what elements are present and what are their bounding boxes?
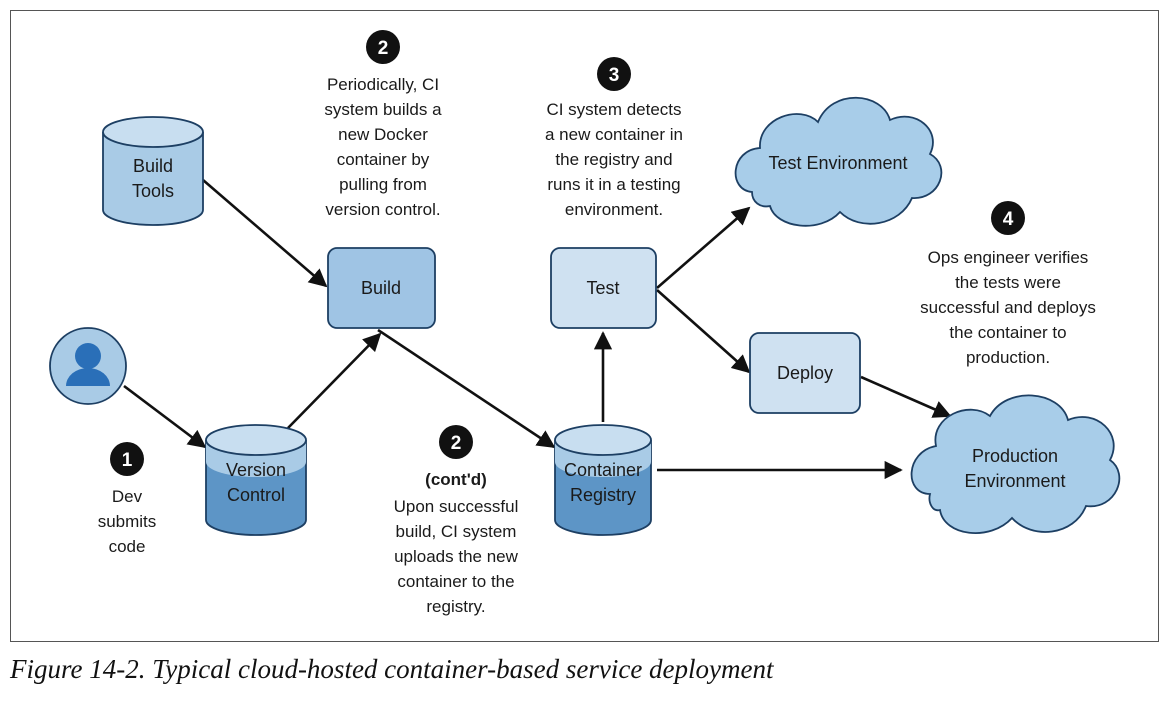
arrow-buildtools-to-build: [202, 179, 328, 288]
svg-text:code: code: [109, 537, 146, 556]
svg-text:pulling from: pulling from: [339, 175, 427, 194]
figure-caption: Figure 14-2. Typical cloud-hosted contai…: [10, 654, 774, 684]
step-badge-4: 4: [991, 201, 1025, 235]
svg-text:CI system detects: CI system detects: [546, 100, 681, 119]
build-label: Build: [361, 278, 401, 298]
svg-text:production.: production.: [966, 348, 1050, 367]
test-label: Test: [586, 278, 619, 298]
arrow-build-to-registry: [377, 328, 556, 449]
figure-frame: [10, 10, 1159, 642]
svg-text:runs it in a testing: runs it in a testing: [547, 175, 680, 194]
arrow-test-to-deploy: [656, 289, 751, 374]
step-badge-2: 2: [366, 30, 400, 64]
step2-note: Periodically, CI system builds a new Doc…: [324, 75, 442, 219]
svg-text:successful and deploys: successful and deploys: [920, 298, 1096, 317]
container-registry-label-1: Container: [564, 460, 642, 480]
build-tools-cylinder: [102, 116, 204, 226]
svg-text:2: 2: [451, 433, 462, 454]
step-badge-3: 3: [597, 57, 631, 91]
svg-text:the container to: the container to: [949, 323, 1066, 342]
container-registry-label-2: Registry: [570, 485, 636, 505]
svg-text:uploads the new: uploads the new: [394, 547, 519, 566]
svg-text:the registry and: the registry and: [555, 150, 672, 169]
arrow-test-to-testenv: [656, 206, 751, 289]
deploy-label: Deploy: [777, 363, 833, 383]
arrow-vcs-to-build: [287, 332, 382, 429]
svg-text:Upon successful: Upon successful: [394, 497, 519, 516]
step1-note: Dev submits code: [98, 487, 157, 556]
step2-contd-note: (cont'd) Upon successful build, CI syste…: [394, 470, 519, 616]
svg-text:Ops engineer verifies: Ops engineer verifies: [928, 248, 1089, 267]
production-environment-cloud-icon: [910, 394, 1121, 534]
svg-text:3: 3: [609, 65, 620, 86]
svg-text:1: 1: [122, 450, 133, 471]
container-registry-cylinder: [554, 424, 652, 536]
build-tools-label-2: Tools: [132, 181, 174, 201]
svg-text:new Docker: new Docker: [338, 125, 428, 144]
svg-text:a new container in: a new container in: [545, 125, 683, 144]
svg-text:container to the: container to the: [397, 572, 514, 591]
production-environment-label-2: Environment: [964, 471, 1065, 491]
build-box: [327, 247, 436, 329]
svg-text:container by: container by: [337, 150, 430, 169]
step-badge-1: 1: [110, 442, 144, 476]
svg-text:4: 4: [1003, 209, 1014, 230]
step-badge-2-contd: 2: [439, 425, 473, 459]
test-environment-cloud-icon: [734, 96, 943, 227]
svg-text:2: 2: [378, 38, 389, 59]
test-environment-label: Test Environment: [768, 153, 907, 173]
step4-note: Ops engineer verifies the tests were suc…: [920, 248, 1096, 367]
svg-text:Periodically, CI: Periodically, CI: [327, 75, 439, 94]
test-box: [550, 247, 657, 329]
step3-note: CI system detects a new container in the…: [545, 100, 683, 219]
svg-text:version control.: version control.: [325, 200, 440, 219]
svg-text:the tests were: the tests were: [955, 273, 1061, 292]
deploy-box: [749, 332, 861, 414]
production-environment-label-1: Production: [972, 446, 1058, 466]
svg-text:(cont'd): (cont'd): [425, 470, 487, 489]
version-control-cylinder: [205, 424, 307, 536]
version-control-label-1: Version: [226, 460, 286, 480]
svg-text:Dev: Dev: [112, 487, 143, 506]
svg-text:submits: submits: [98, 512, 157, 531]
version-control-label-2: Control: [227, 485, 285, 505]
svg-text:system builds a: system builds a: [324, 100, 442, 119]
arrow-deploy-to-prod: [860, 375, 952, 418]
svg-text:environment.: environment.: [565, 200, 663, 219]
svg-text:build, CI system: build, CI system: [396, 522, 517, 541]
build-tools-label-1: Build: [133, 156, 173, 176]
developer-avatar-icon: [49, 327, 127, 405]
arrow-dev-to-vcs: [123, 384, 207, 449]
svg-text:registry.: registry.: [426, 597, 485, 616]
